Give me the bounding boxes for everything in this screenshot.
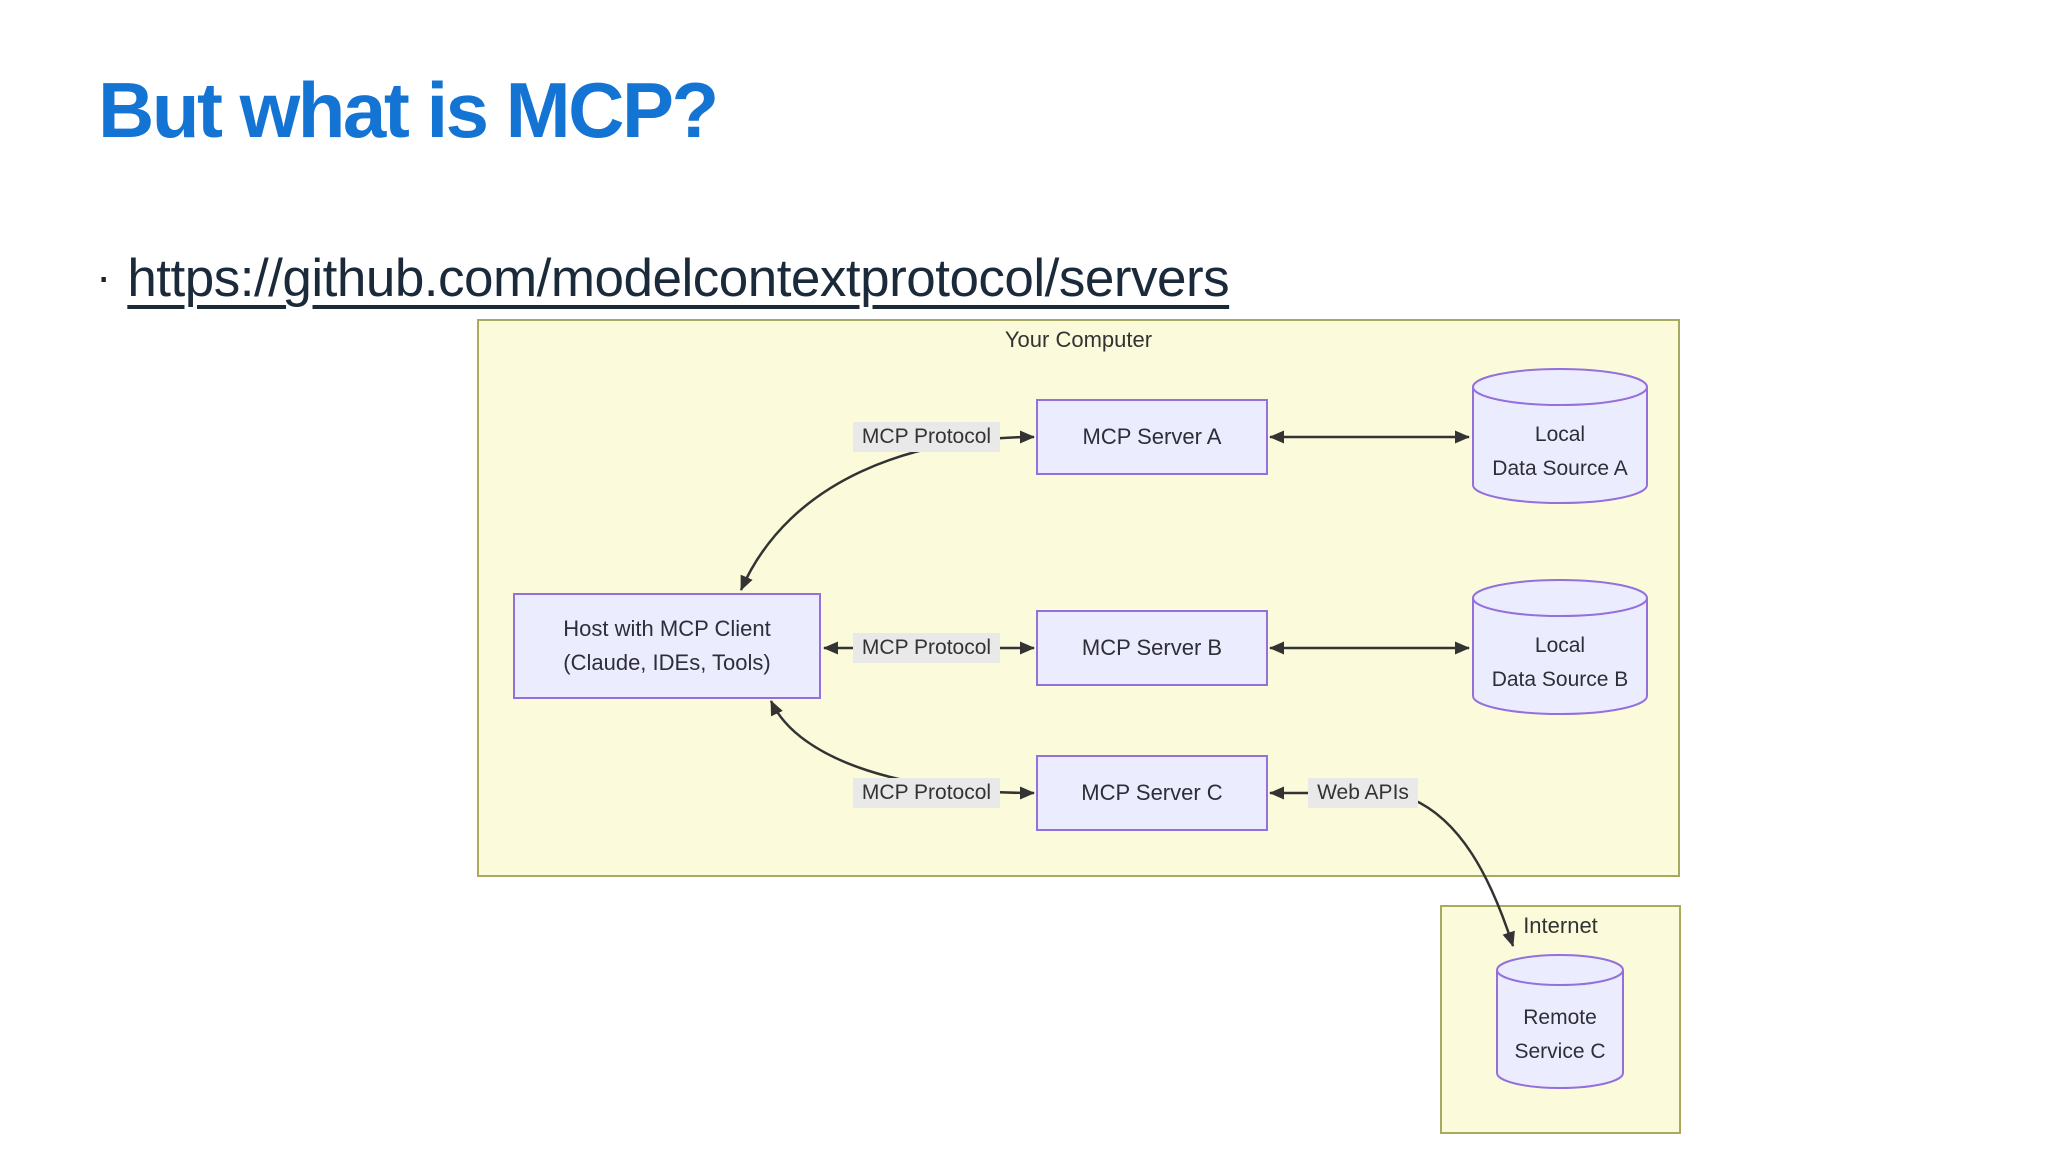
- data-source-b-line2: Data Source B: [1491, 668, 1629, 691]
- local-data-source-a-text: Local Data Source A: [1473, 402, 1647, 502]
- mcp-protocol-label-b: MCP Protocol: [853, 633, 1000, 663]
- bullet-line: · https://github.com/modelcontextprotoco…: [96, 248, 1230, 309]
- local-data-source-b-cylinder: [1472, 579, 1648, 715]
- local-data-source-b-text: Local Data Source B: [1473, 613, 1647, 713]
- arrow-host-to-server-a: [739, 430, 1035, 591]
- remote-service-line1: Remote: [1523, 1006, 1597, 1029]
- mcp-protocol-label-a: MCP Protocol: [853, 422, 1000, 452]
- mcp-server-a-node: MCP Server A: [1036, 399, 1268, 475]
- data-source-a-line2: Data Source A: [1492, 457, 1628, 480]
- mcp-server-c-node: MCP Server C: [1036, 755, 1268, 831]
- your-computer-label: Your Computer: [1004, 327, 1153, 352]
- remote-service-c-text: Remote Service C: [1497, 990, 1623, 1080]
- github-link[interactable]: https://github.com/modelcontextprotocol/…: [127, 249, 1230, 308]
- internet-label: Internet: [1523, 913, 1598, 938]
- local-data-source-a-cylinder: [1472, 368, 1648, 504]
- arrow-web-apis-to-remote-service: [1411, 797, 1515, 947]
- mcp-protocol-label-c: MCP Protocol: [853, 778, 1000, 808]
- page-title: But what is MCP?: [98, 66, 719, 154]
- web-apis-label: Web APIs: [1308, 778, 1418, 808]
- mcp-server-b-node: MCP Server B: [1036, 610, 1268, 686]
- bullet-marker: ·: [96, 250, 112, 302]
- host-node-line2: (Claude, IDEs, Tools): [563, 650, 771, 675]
- host-with-mcp-client-node: Host with MCP Client (Claude, IDEs, Tool…: [513, 593, 821, 699]
- data-source-a-line1: Local: [1534, 423, 1586, 446]
- remote-service-line2: Service C: [1514, 1040, 1606, 1063]
- remote-service-c-cylinder: [1496, 954, 1624, 1089]
- host-node-line1: Host with MCP Client: [563, 616, 771, 641]
- data-source-b-line1: Local: [1534, 634, 1586, 657]
